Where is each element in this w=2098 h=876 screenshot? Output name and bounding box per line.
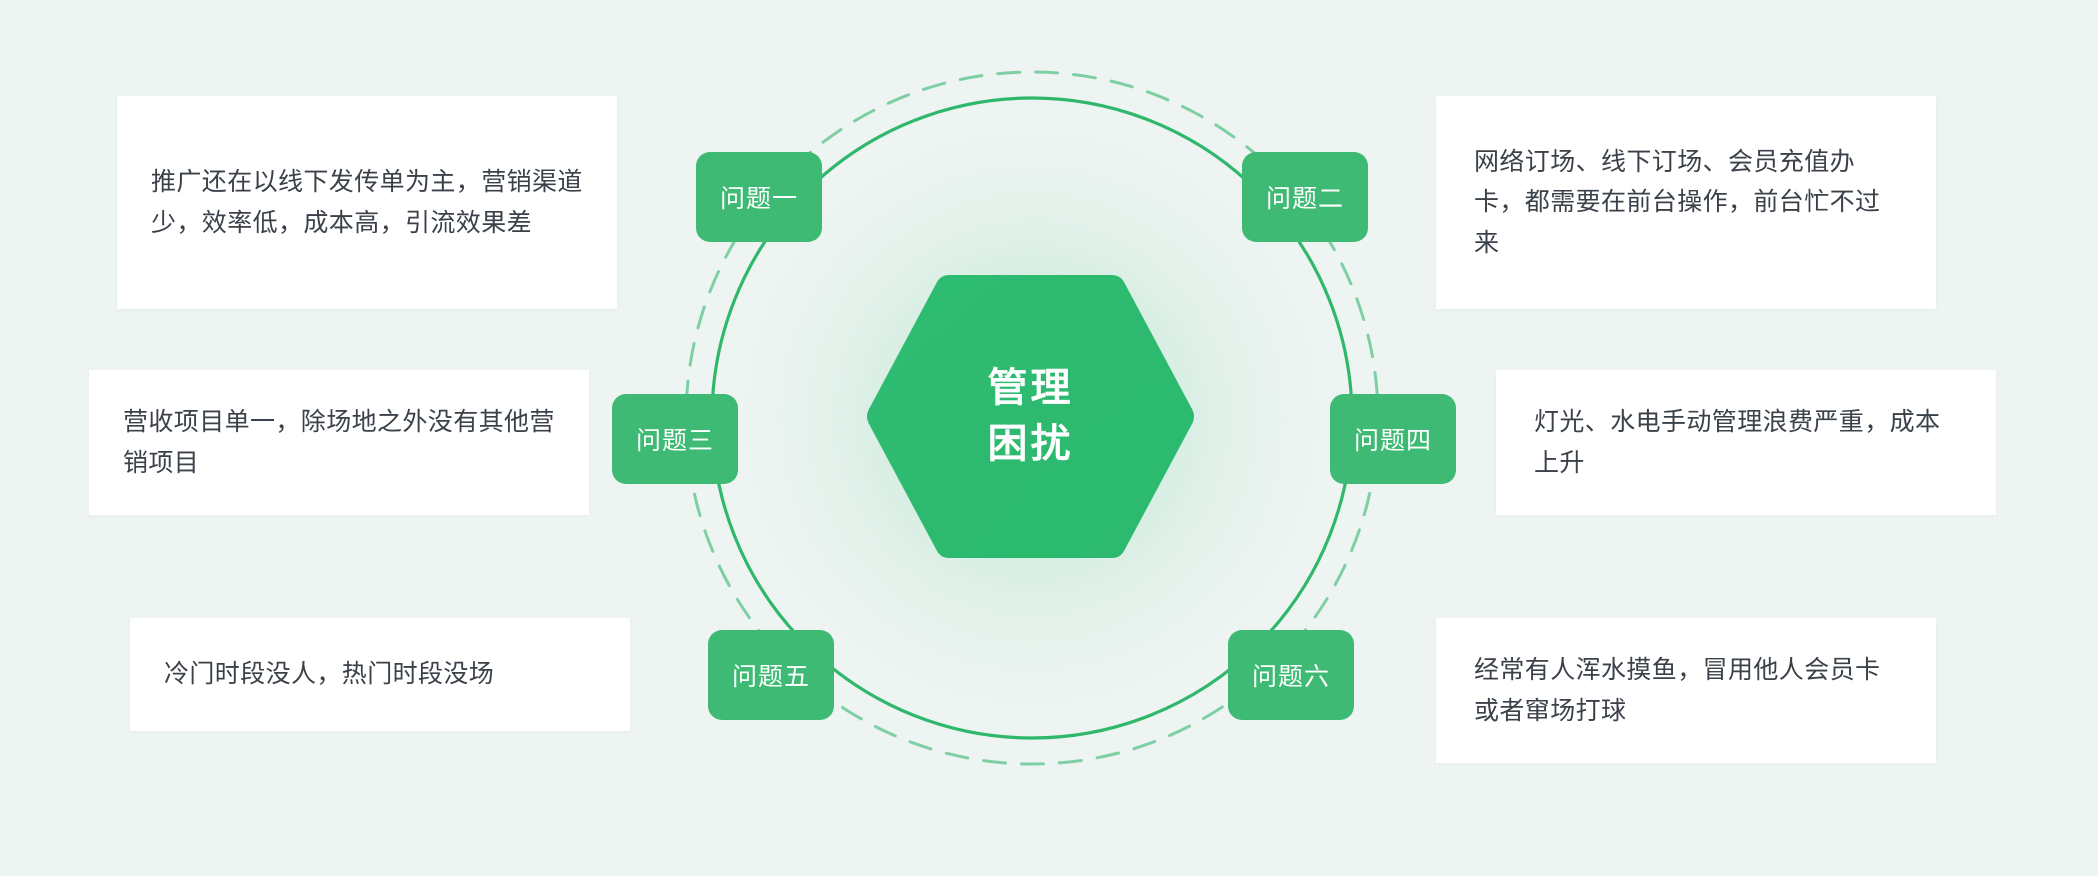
info-card-4-text: 灯光、水电手动管理浪费严重，成本上升 <box>1534 408 1941 477</box>
node-badge-4[interactable]: 问题四 <box>1330 394 1456 484</box>
info-card-1: 推广还在以线下发传单为主，营销渠道少，效率低，成本高，引流效果差 <box>117 96 617 309</box>
hexagon-shape <box>867 275 1194 558</box>
node-badge-4-label: 问题四 <box>1353 427 1432 455</box>
node-badge-5-label: 问题五 <box>731 663 810 691</box>
center-hexagon: 管理 困扰 <box>865 273 1196 560</box>
info-card-6: 经常有人浑水摸鱼，冒用他人会员卡或者窜场打球 <box>1436 618 1936 763</box>
info-card-3: 营收项目单一，除场地之外没有其他营销项目 <box>89 370 589 515</box>
info-card-3-text: 营收项目单一，除场地之外没有其他营销项目 <box>123 408 555 477</box>
info-card-2: 网络订场、线下订场、会员充值办卡，都需要在前台操作，前台忙不过来 <box>1436 96 1936 309</box>
node-badge-2-label: 问题二 <box>1265 185 1344 213</box>
info-card-5: 冷门时段没人，热门时段没场 <box>130 618 630 731</box>
node-badge-5[interactable]: 问题五 <box>708 630 834 720</box>
node-badge-6-label: 问题六 <box>1251 663 1330 691</box>
node-badge-6[interactable]: 问题六 <box>1228 630 1354 720</box>
info-card-1-text: 推广还在以线下发传单为主，营销渠道少，效率低，成本高，引流效果差 <box>151 168 583 237</box>
node-badge-3[interactable]: 问题三 <box>612 394 738 484</box>
center-hexagon-label: 管理 困扰 <box>987 366 1074 466</box>
info-card-4: 灯光、水电手动管理浪费严重，成本上升 <box>1496 370 1996 515</box>
info-card-2-text: 网络订场、线下订场、会员充值办卡，都需要在前台操作，前台忙不过来 <box>1474 147 1881 257</box>
info-card-5-text: 冷门时段没人，热门时段没场 <box>164 660 495 689</box>
node-badge-3-label: 问题三 <box>635 427 714 455</box>
node-badge-1-label: 问题一 <box>719 185 798 213</box>
info-card-6-text: 经常有人浑水摸鱼，冒用他人会员卡或者窜场打球 <box>1474 656 1881 725</box>
node-badge-2[interactable]: 问题二 <box>1242 152 1368 242</box>
node-badge-1[interactable]: 问题一 <box>696 152 822 242</box>
